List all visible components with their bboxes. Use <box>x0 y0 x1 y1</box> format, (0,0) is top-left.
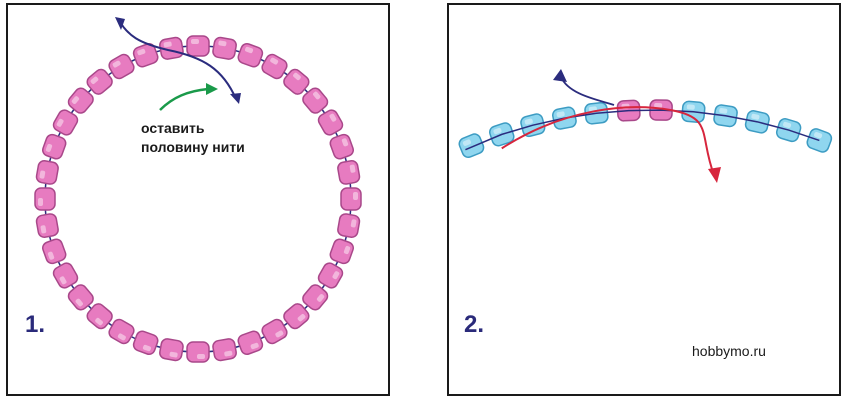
pink-bead <box>86 303 113 330</box>
bead-ring-illustration <box>34 17 362 363</box>
thread-end-arrowhead <box>230 93 241 104</box>
pink-bead <box>337 160 361 185</box>
pink-bead <box>86 68 113 95</box>
arc-beads <box>458 99 833 159</box>
green-pointer-arrow <box>159 87 209 111</box>
pink-bead <box>52 109 79 136</box>
pink-bead <box>52 262 79 289</box>
caption-line-1: оставить <box>141 120 205 136</box>
pink-bead <box>35 213 59 238</box>
pink-bead <box>132 43 159 68</box>
pink-bead <box>283 303 310 330</box>
pink-bead <box>132 330 159 355</box>
ring-thread <box>44 45 352 353</box>
thread-start-arrowhead <box>115 17 125 30</box>
pink-bead <box>34 187 56 211</box>
leave-half-thread-caption: оставить половину нити <box>141 119 245 157</box>
pink-bead <box>237 330 264 355</box>
green-arrowhead <box>206 83 218 95</box>
red-thread <box>501 106 715 176</box>
pink-bead <box>261 53 288 80</box>
thread-tail-path-2 <box>560 76 615 106</box>
pink-bead <box>159 338 184 362</box>
pink-bead <box>212 36 237 60</box>
thread-tail-path <box>119 21 237 100</box>
pink-bead <box>317 262 344 289</box>
pink-bead <box>108 318 135 345</box>
pink-bead <box>67 284 94 311</box>
red-arrowhead <box>708 167 721 183</box>
pink-bead <box>212 338 237 362</box>
arc-thread <box>465 109 820 151</box>
pink-bead <box>237 43 264 68</box>
pink-bead <box>186 341 210 363</box>
pink-bead <box>340 187 362 211</box>
pink-bead <box>283 68 310 95</box>
ring-beads <box>34 35 362 363</box>
step-number-1: 1. <box>25 311 46 338</box>
bead-arc-illustration <box>458 69 833 183</box>
thread-start-arrowhead-2 <box>553 69 567 82</box>
blue-bead <box>458 133 485 159</box>
pink-bead <box>302 87 329 114</box>
pink-bead <box>261 318 288 345</box>
site-watermark: hobbymo.ru <box>692 343 766 359</box>
pink-bead <box>317 109 344 136</box>
step-1-panel: оставить половину нити 1. <box>6 3 390 396</box>
pink-bead <box>42 238 67 265</box>
pink-bead <box>329 238 354 265</box>
pink-bead <box>186 35 210 57</box>
pink-bead <box>108 53 135 80</box>
pink-bead <box>159 36 184 60</box>
pink-bead <box>337 213 361 238</box>
pink-bead <box>42 133 67 160</box>
caption-line-2: половину нити <box>141 139 245 155</box>
step-number-2: 2. <box>464 311 485 338</box>
pink-bead <box>329 133 354 160</box>
pink-bead <box>302 284 329 311</box>
step-2-panel: 2. hobbymo.ru <box>447 3 841 396</box>
pink-bead <box>35 160 59 185</box>
pink-bead <box>67 87 94 114</box>
